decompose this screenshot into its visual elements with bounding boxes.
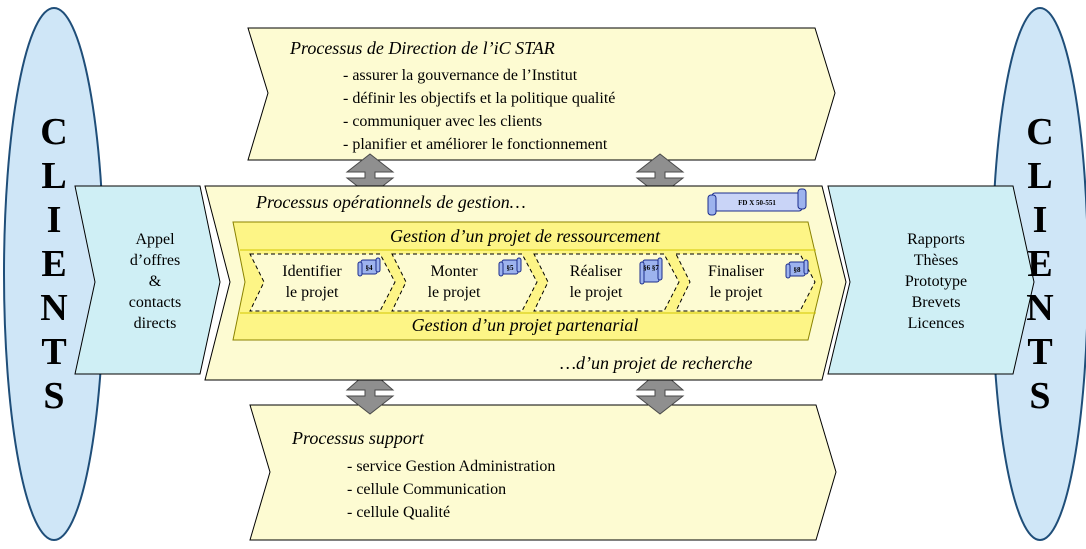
step-1-doc-label: §4 [366,264,374,272]
left-clients-letter: I [46,199,62,241]
output-line: Licences [907,315,965,332]
output-text: Rapports Thèses Prototype Brevets Licenc… [876,229,996,334]
direction-item: - définir les objectifs et la politique … [343,90,616,107]
output-line: Thèses [913,252,959,269]
support-item: - cellule Qualité [347,504,451,521]
output-line: Rapports [907,231,965,248]
left-clients-label: C L I E N T S [29,110,79,418]
input-line: directs [133,315,177,332]
input-line: Appel [135,231,175,248]
left-clients-letter: N [40,287,68,329]
right-clients-letter: N [1026,287,1054,329]
right-clients-letter: S [1029,375,1051,417]
output-line: Brevets [911,294,961,311]
direction-item: - planifier et améliorer le fonctionneme… [343,136,608,153]
step-monter: Monter le projet [404,261,504,303]
ref-doc-label: FD X 50-551 [738,199,776,207]
input-line: contacts [128,294,182,311]
support-title: Processus support [292,428,424,448]
right-clients-letter: E [1027,243,1053,285]
left-clients-letter: L [41,155,67,197]
doc-icon-step-2 [498,257,522,277]
output-arrow-shape [827,185,1035,375]
ref-doc-scroll [707,188,807,216]
operational-footer: …d’un projet de recherche [560,353,753,373]
left-clients-letter: E [41,243,67,285]
left-clients-letter: S [43,375,65,417]
step-line: le projet [709,284,763,301]
step-finaliser: Finaliser le projet [686,261,786,303]
step-line: Monter [430,263,478,280]
band-top-label: Gestion d’un projet de ressourcement [390,226,660,246]
support-item: - service Gestion Administration [347,458,556,475]
right-clients-letter: T [1027,331,1053,373]
operational-title: Processus opérationnels de gestion… [256,192,526,212]
left-clients-letter: C [40,111,68,153]
doc-icon-step-4 [785,259,809,279]
step-4-doc-label: §8 [794,266,802,274]
step-identifier: Identifier le projet [262,261,362,303]
direction-item: - communiquer avec les clients [343,113,543,130]
step-line: le projet [569,284,623,301]
support-item: - cellule Communication [347,481,507,498]
direction-process-shape [247,27,836,161]
step-line: le projet [427,284,481,301]
left-clients-letter: T [41,331,67,373]
input-line: d’offres [129,252,181,269]
right-clients-letter: L [1027,155,1053,197]
output-line: Prototype [904,273,968,290]
step-3-doc-label: §6 §7 [643,264,659,272]
right-clients-label: C L I E N T S [1015,110,1065,418]
step-line: Finaliser [708,263,764,280]
input-text: Appel d’offres & contacts directs [100,229,210,334]
direction-items: - assurer la gouvernance de l’Institut -… [343,64,615,156]
support-process-shape [249,404,837,541]
direction-title: Processus de Direction de l’iC STAR [290,38,555,58]
input-arrow-shape [74,185,221,375]
right-clients-letter: C [1026,111,1054,153]
step-line: le projet [285,284,339,301]
step-realiser: Réaliser le projet [546,261,646,303]
right-clients-letter: I [1032,199,1048,241]
step-line: Réaliser [569,263,623,280]
support-items: - service Gestion Administration - cellu… [347,455,555,524]
input-line: & [148,273,162,290]
step-line: Identifier [282,263,342,280]
doc-icon-step-1 [357,257,381,277]
band-bottom-label: Gestion d’un projet partenarial [411,315,639,335]
doc-icon-step-3 [639,257,663,285]
direction-item: - assurer la gouvernance de l’Institut [343,67,578,84]
step-doc-icons [357,257,809,285]
step-2-doc-label: §5 [507,264,515,272]
